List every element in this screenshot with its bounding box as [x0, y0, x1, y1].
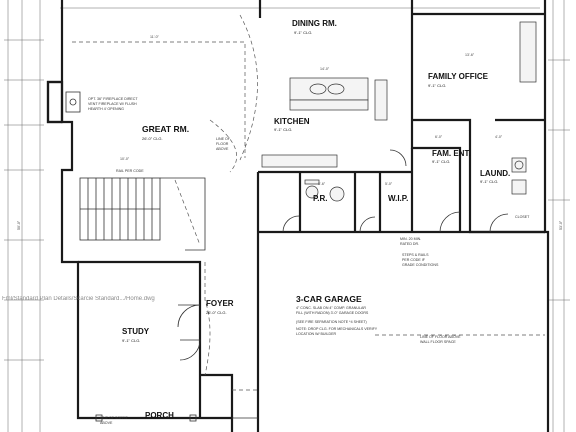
dining-room-ceiling: 9'-1" CLG.: [294, 30, 312, 35]
family-office-label: FAMILY OFFICE: [428, 72, 489, 81]
svg-text:4'-0": 4'-0": [495, 135, 503, 139]
porch-soffit-note: LINE OF SOFFIT ABOVE: [100, 416, 129, 425]
svg-text:4" CONC. SLAB ON 4" COMP. GRAN: 4" CONC. SLAB ON 4" COMP. GRANULAR: [296, 306, 366, 310]
rail-note: RAIL PER CODE: [116, 169, 144, 173]
family-entry-ceiling: 9'-1" CLG.: [432, 159, 450, 164]
svg-text:6'-0": 6'-0": [435, 135, 443, 139]
svg-text:ABOVE: ABOVE: [100, 421, 113, 425]
svg-text:53'-0": 53'-0": [559, 220, 563, 230]
svg-text:RATED DR.: RATED DR.: [400, 242, 419, 246]
svg-text:3'-6": 3'-6": [318, 182, 326, 186]
svg-text:VENT FIREPLACE W/ FLUSH: VENT FIREPLACE W/ FLUSH: [88, 102, 137, 106]
svg-text:MIN. 20 MIN.: MIN. 20 MIN.: [400, 237, 421, 241]
garage-label: 3-CAR GARAGE: [296, 294, 362, 304]
great-room-ceiling: 26'-0" CLG.: [142, 136, 163, 141]
svg-text:HEARTH 4' OPENING: HEARTH 4' OPENING: [88, 107, 124, 111]
svg-text:PER CODE IF: PER CODE IF: [402, 258, 426, 262]
soffit-note: LINE OF FLOOR ABOVE WALL FLOOR SPACE: [420, 335, 461, 344]
kitchen-fixtures: [261, 77, 388, 168]
svg-text:FILL (WITH RADON) 3'-0" GARAGE: FILL (WITH RADON) 3'-0" GARAGE DOORS: [296, 311, 369, 315]
powder-room-label: P.R.: [313, 194, 328, 203]
dimension-texts: 11'-0" 14'-0" 13'-6" 6'-0" 4'-0" 3'-6" 5…: [17, 35, 563, 230]
floor-above-note: LINE OF FLOOR ABOVE: [216, 137, 231, 151]
svg-text:LOCATION W/ BUILDER: LOCATION W/ BUILDER: [296, 332, 336, 336]
stairs: [79, 177, 206, 251]
svg-text:STEPS & RAILS: STEPS & RAILS: [402, 253, 429, 257]
svg-text:LINE OF FLOOR ABOVE: LINE OF FLOOR ABOVE: [420, 335, 461, 339]
garage-note: 4" CONC. SLAB ON 4" COMP. GRANULAR FILL …: [296, 306, 378, 336]
study-label: STUDY: [122, 327, 150, 336]
svg-text:50'-0": 50'-0": [17, 220, 21, 230]
closet-label: CLOSET: [515, 215, 530, 219]
foyer-label: FOYER: [206, 299, 234, 308]
walk-in-pantry-label: W.I.P.: [388, 194, 408, 203]
kitchen-label: KITCHEN: [274, 117, 310, 126]
svg-text:FLOOR: FLOOR: [216, 142, 229, 146]
fireplace-note: OPT. 36" FIREPLACE DIRECT VENT FIREPLACE…: [88, 97, 138, 111]
svg-text:5'-0": 5'-0": [385, 182, 393, 186]
fireplace: [65, 91, 81, 113]
family-office-ceiling: 9'-1" CLG.: [428, 83, 446, 88]
svg-text:(SEE FIRE SEPARATION NOTE *4 S: (SEE FIRE SEPARATION NOTE *4 SHEET): [296, 320, 367, 324]
svg-text:ABOVE: ABOVE: [216, 147, 229, 151]
study-ceiling: 9'-1" CLG.: [122, 338, 140, 343]
svg-text:10'-0": 10'-0": [120, 157, 130, 161]
porch-columns: [95, 414, 197, 422]
dimension-lines: [4, 0, 570, 432]
svg-text:LINE OF SOFFIT: LINE OF SOFFIT: [100, 416, 129, 420]
family-entry-label: FAM. ENT.: [432, 149, 471, 158]
file-path-watermark: Fml/Standard Plan Details/Scarcie Standa…: [2, 296, 155, 302]
svg-text:WALL FLOOR SPACE: WALL FLOOR SPACE: [420, 340, 456, 344]
office-desk: [519, 21, 537, 83]
svg-text:GRADE CONDITIONS: GRADE CONDITIONS: [402, 263, 439, 267]
foyer-ceiling: 26'-0" CLG.: [206, 310, 227, 315]
laundry-label: LAUND.: [480, 169, 510, 178]
kitchen-ceiling: 9'-1" CLG.: [274, 127, 292, 132]
svg-text:11'-0": 11'-0": [150, 35, 160, 39]
svg-text:13'-6": 13'-6": [465, 53, 475, 57]
svg-text:LINE OF: LINE OF: [216, 137, 231, 141]
laundry-fixtures: [511, 157, 527, 195]
steps-note: STEPS & RAILS PER CODE IF GRADE CONDITIO…: [402, 253, 439, 267]
porch-label: PORCH: [145, 411, 174, 420]
door-rating-note: MIN. 20 MIN. RATED DR.: [400, 237, 421, 246]
laundry-ceiling: 9'-1" CLG.: [480, 179, 498, 184]
door-swings: [177, 149, 509, 361]
great-room-label: GREAT RM.: [142, 124, 189, 134]
svg-text:NOTE: DROP CLG. FOR MECHANICAL: NOTE: DROP CLG. FOR MECHANICALS VERIFY: [296, 327, 378, 331]
exterior-walls: [46, 0, 550, 432]
svg-text:OPT. 36" FIREPLACE DIRECT: OPT. 36" FIREPLACE DIRECT: [88, 97, 138, 101]
interior-walls: [78, 0, 545, 432]
dining-room-label: DINING RM.: [292, 19, 337, 28]
powder-room-fixtures: [304, 179, 345, 202]
svg-text:14'-0": 14'-0": [320, 67, 330, 71]
floor-above-lines: [72, 14, 545, 391]
